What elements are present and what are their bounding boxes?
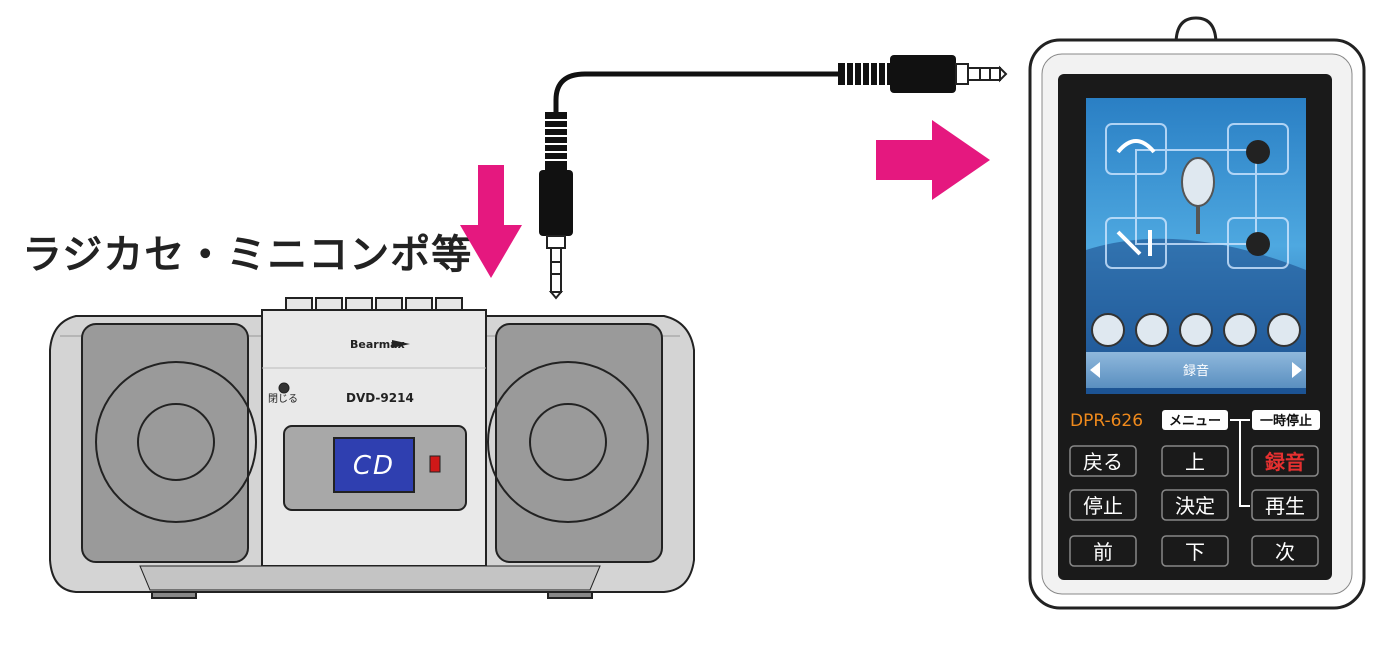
menu-label-box xyxy=(1162,410,1228,430)
down-arrow xyxy=(460,165,522,278)
recorder-model: DPR-626 xyxy=(1070,411,1143,431)
voice-recorder: 録音 DPR-626 メニュー 一時停止 戻る 上 録音 停止 決定 再生 xyxy=(1028,16,1366,610)
settings-icon xyxy=(1091,313,1125,347)
stop-button-label: 停止 xyxy=(1083,494,1123,518)
enter-button[interactable] xyxy=(1161,489,1229,521)
back-button[interactable] xyxy=(1069,445,1137,477)
play-button-label: 再生 xyxy=(1265,494,1305,518)
speaker-icon xyxy=(1246,140,1270,164)
headphone-icon xyxy=(1116,139,1156,154)
up-button[interactable] xyxy=(1161,445,1229,477)
prev-button[interactable] xyxy=(1069,535,1137,567)
lcd-display-text: CD xyxy=(353,451,395,481)
screen-mode-label: 録音 xyxy=(1183,363,1209,379)
speaker-icon-2 xyxy=(1246,232,1270,256)
right-arrow xyxy=(876,120,990,200)
up-button-label: 上 xyxy=(1185,450,1205,474)
diagram-heading: ラジカセ・ミニコンポ等 xyxy=(22,232,473,278)
recorder-screen xyxy=(1086,98,1306,394)
left-speaker xyxy=(81,323,257,563)
enter-button-label: 決定 xyxy=(1175,494,1215,518)
audio-cable xyxy=(539,55,1008,300)
close-label: 閉じる xyxy=(268,393,298,405)
back-button-label: 戻る xyxy=(1083,450,1123,474)
brand-logo-icon xyxy=(392,340,410,348)
menu-label: メニュー xyxy=(1169,414,1221,429)
prev-button-label: 前 xyxy=(1093,540,1113,564)
screen-right-arrow-icon xyxy=(1292,362,1302,378)
down-button-label: 下 xyxy=(1185,540,1205,564)
microphone-icon xyxy=(1181,157,1215,207)
mic-menu-icon xyxy=(1179,313,1213,347)
boombox xyxy=(49,297,695,599)
record-button[interactable] xyxy=(1251,445,1319,477)
pause-label: 一時停止 xyxy=(1260,413,1312,429)
boombox-brand: Bearmax xyxy=(350,338,405,351)
screen-left-arrow-icon xyxy=(1090,362,1100,378)
boombox-model: DVD-9214 xyxy=(346,391,414,405)
pause-label-box xyxy=(1252,410,1320,430)
radio-icon xyxy=(1267,313,1301,347)
tools-icon xyxy=(1116,230,1152,256)
next-button[interactable] xyxy=(1251,535,1319,567)
right-speaker xyxy=(487,323,663,563)
music-icon xyxy=(1135,313,1169,347)
stop-button[interactable] xyxy=(1069,489,1137,521)
down-button[interactable] xyxy=(1161,535,1229,567)
horizontal-plug xyxy=(838,55,1008,93)
record-button-label: 録音 xyxy=(1265,450,1305,474)
recorder-icon xyxy=(1223,313,1257,347)
next-button-label: 次 xyxy=(1275,540,1295,564)
play-button[interactable] xyxy=(1251,489,1319,521)
vertical-plug xyxy=(539,112,573,300)
